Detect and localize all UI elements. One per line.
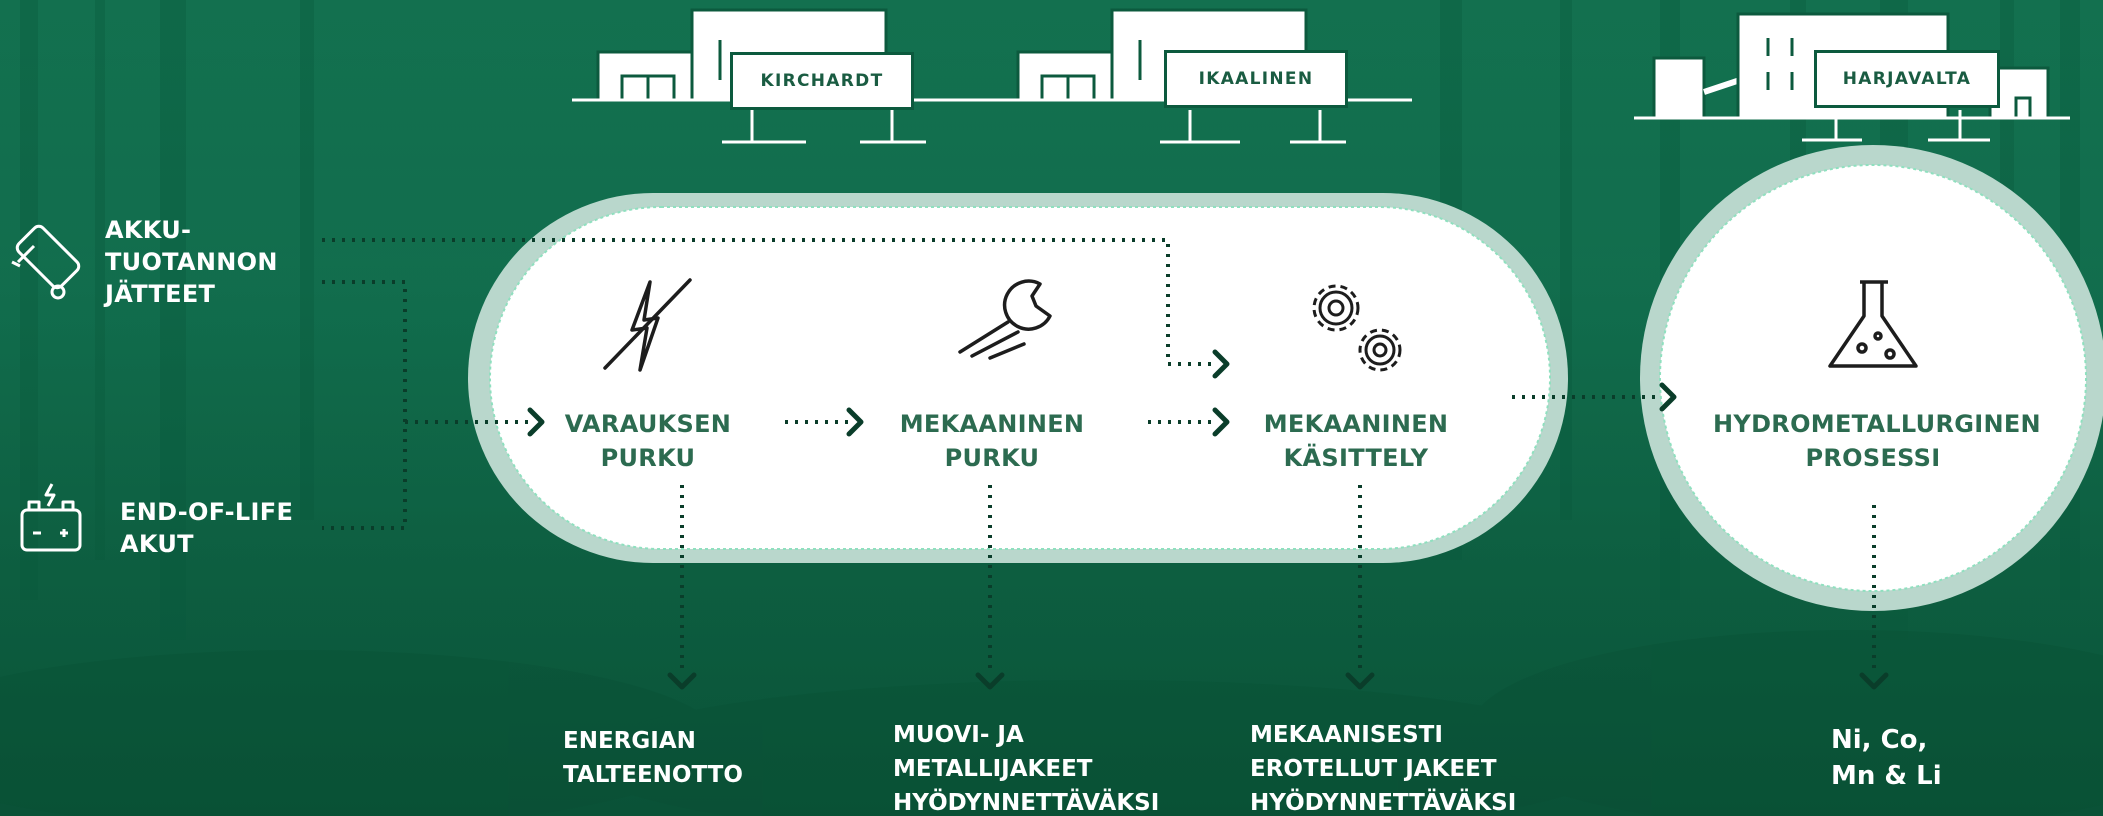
output-label-plastic-metal: MUOVI- JA METALLIJAKEET HYÖDYNNETTÄVÄKSI xyxy=(893,718,1159,816)
output-label-mechanical-fractions: MEKAANISESTI EROTELLUT JAKEET HYÖDYNNETT… xyxy=(1250,718,1516,816)
arrowhead-mechanical xyxy=(1348,675,1372,687)
step-label-discharge: VARAUKSEN PURKU xyxy=(548,407,748,475)
output-label-metals: Ni, Co, Mn & Li xyxy=(1831,722,1942,794)
site-sign-kirchardt: KIRCHARDT xyxy=(730,52,914,110)
step-label-mechanical-processing: MEKAANINEN KÄSITTELY xyxy=(1256,407,1456,475)
input-label-end-of-life: END-OF-LIFE AKUT xyxy=(120,496,293,560)
output-label-energy: ENERGIAN TALTEENOTTO xyxy=(563,724,743,792)
step-label-hydrometallurgy: HYDROMETALLURGINEN PROSESSI xyxy=(1713,407,2033,475)
arrowhead-fractions xyxy=(978,675,1002,687)
arrowhead-metals xyxy=(1862,675,1886,687)
step-label-mechanical-dismantling: MEKAANINEN PURKU xyxy=(892,407,1092,475)
site-sign-ikaalinen: IKAALINEN xyxy=(1164,50,1348,108)
input-label-production-waste: AKKU- TUOTANNON JÄTTEET xyxy=(105,214,278,310)
flow-line-inputs-join xyxy=(322,282,405,528)
car-battery-icon xyxy=(22,484,80,550)
battery-cell-icon xyxy=(12,224,81,298)
arrowhead-energy xyxy=(670,675,694,687)
site-sign-harjavalta: HARJAVALTA xyxy=(1814,50,2000,108)
process-panel xyxy=(490,207,1550,549)
